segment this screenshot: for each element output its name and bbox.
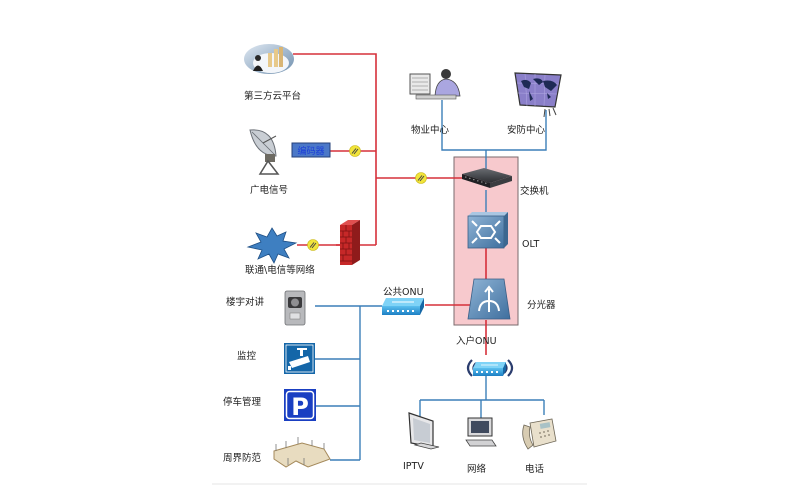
label-home-onu: 入户ONU [456,336,497,347]
olt-icon [467,212,508,249]
label-parking: 停车管理 [223,397,262,408]
fiber-connector-icon [349,145,361,157]
label-cloud-platform: 第三方云平台 [244,91,302,102]
encoder-label: 编码器 [297,145,324,157]
label-public-onu: 公共ONU [383,287,424,298]
world-map-display-icon [514,72,562,118]
label-intercom: 楼宇对讲 [226,297,265,308]
svg-text:P: P [291,393,309,421]
desktop-computer-icon [465,417,497,447]
cctv-camera-icon [284,343,315,374]
firewall-icon [340,220,360,265]
fiber-connectors [307,145,427,251]
link-property-center [441,100,547,151]
label-isp: 联通\电信等网络 [245,265,315,276]
satellite-dish-icon [249,129,280,175]
label-olt: OLT [522,239,540,250]
label-switch: 交换机 [520,186,549,197]
fiber-connector-icon [415,172,427,184]
operator-workstation-icon [409,69,461,100]
encoder-box-icon: 编码器 [291,142,331,158]
label-property-center: 物业中心 [411,125,450,136]
network-links [315,100,547,461]
door-intercom-icon [284,290,306,326]
fiber-connector-icon [307,239,319,251]
label-phone: 电话 [525,464,545,475]
cloud-platform-icon [244,44,294,74]
perimeter-fence-icon [273,437,331,468]
onu-icon [382,298,424,315]
label-internet: 网络 [467,464,487,475]
label-splitter: 分光器 [527,300,556,311]
label-perimeter: 周界防范 [223,453,262,464]
parking-sign-icon: P [284,389,316,421]
network-burst-icon [246,227,298,264]
telephone-icon [522,418,557,450]
label-broadcast: 广电信号 [250,185,289,196]
label-security-center: 安防中心 [507,125,546,136]
link-cloud [293,53,377,245]
wireless-onu-icon [466,359,514,377]
switch-icon [462,168,512,188]
label-iptv: IPTV [403,461,424,472]
tv-icon [408,412,440,450]
optical-splitter-icon [467,278,511,320]
label-monitor: 监控 [237,351,257,362]
